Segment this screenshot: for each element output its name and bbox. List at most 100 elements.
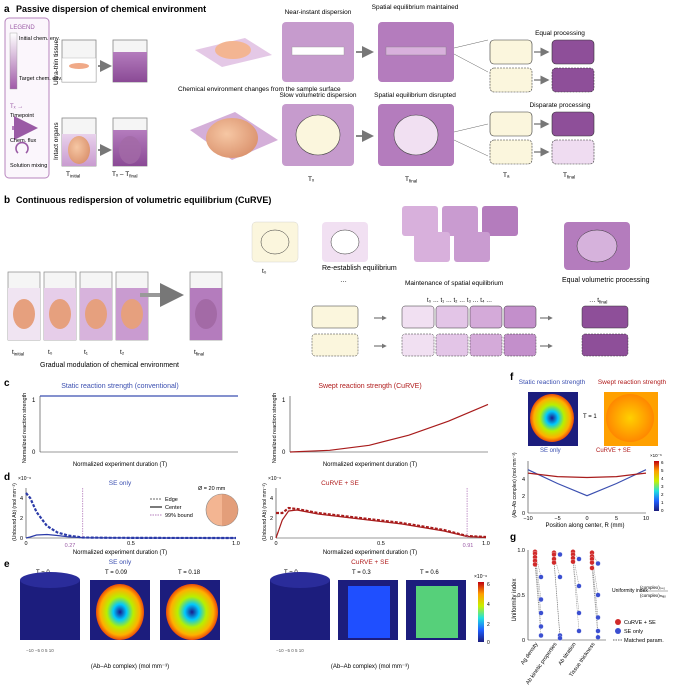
point-se-only (538, 610, 544, 616)
zoom-line (453, 53, 489, 73)
label-near-instant: Near-instant dispersion (285, 9, 352, 16)
point-se-only (557, 635, 563, 641)
e-cb-exp: ×10⁻⁶ (474, 574, 487, 580)
e-left-cb-label: (Ab–Ab complex) (mol mm⁻³) (91, 664, 169, 670)
point-se-only (595, 592, 601, 598)
label-t-range: Tₓ – Tfinal (112, 171, 137, 179)
f-cb-tick: 6 (661, 460, 664, 465)
cell-box (469, 305, 503, 329)
point-se-only (576, 556, 582, 562)
x-tick-label: −10 (523, 516, 532, 522)
e-cylinder (338, 580, 398, 640)
series-line (527, 472, 647, 479)
cell-box (401, 305, 435, 329)
f-curve-se: CuRVE + SE (596, 448, 631, 454)
point-se-only (576, 583, 582, 589)
f-cb-tick: 3 (661, 484, 664, 489)
panel-b-letter: b (4, 195, 10, 206)
x-tick-label: 0 (274, 541, 277, 547)
cell-box (489, 139, 533, 165)
legend-timepoint: Timepoint (10, 113, 34, 119)
panel-a-legend: LEGEND Initial chem. env. Target chem. e… (4, 17, 63, 179)
panel-d-letter: d (4, 472, 10, 483)
y-tick-label: 4 (270, 496, 273, 502)
e-cb-tick: 0 (487, 640, 490, 646)
cell-box (489, 67, 533, 93)
label-t-initial: Tinitial (66, 171, 80, 179)
cell-box (503, 305, 537, 329)
label-equal-processing: Equal processing (535, 30, 585, 37)
cell-box (503, 333, 537, 357)
panel-b-title: Continuous redispersion of volumetric eq… (16, 195, 271, 205)
e-right-cb-label: (Ab–Ab complex) (mol mm⁻³) (331, 664, 409, 670)
g-legend-se: SE only (624, 629, 643, 635)
series-line (276, 506, 487, 539)
f-colorbar (654, 461, 659, 511)
center-caption: Chemical environment changes from the sa… (178, 86, 341, 93)
panel-g-letter: g (510, 532, 516, 543)
point-se-only (538, 596, 544, 603)
label-ellipsis: … (340, 277, 347, 284)
point-se-only (595, 560, 601, 567)
beaker-bottom-target (112, 117, 148, 167)
panel-f-letter: f (510, 372, 514, 383)
d-right-marker-label: 0.91 (463, 543, 474, 549)
beaker-bottom-initial (61, 117, 97, 167)
cell-box (551, 67, 595, 93)
point-se-only (576, 628, 582, 634)
matched-line (534, 560, 542, 627)
d-legend: Edge Center 99% bound Ø = 20 mm (150, 486, 239, 527)
beaker-label: tfinal (194, 349, 204, 357)
category-label: Ab titration (558, 642, 578, 667)
c-right-title: Swept reaction strength (CuRVE) (318, 383, 421, 390)
e-cylinder (406, 580, 466, 640)
panel-a-letter: a (4, 4, 10, 15)
matched-line (591, 556, 599, 596)
f-tlabel: T = 1 (583, 414, 597, 420)
point-se-only (595, 614, 601, 621)
label-t-final: Tfinal (405, 176, 417, 184)
x-tick-label: −5 (554, 516, 560, 522)
y-tick-label: 0 (522, 511, 525, 517)
row-label-ultrathin: Ultra-thin tissue (53, 39, 60, 85)
point-se-only (538, 623, 544, 630)
beaker-label-sub: initial (14, 352, 24, 357)
label-slow: Slow volumetric dispersion (280, 92, 357, 99)
label-eq-maintained: Spatial equilibrium maintained (372, 4, 459, 11)
d-legend-center: Center (165, 505, 182, 511)
matched-line (534, 564, 542, 636)
g-formula: Uniformity index (complex)ᵣ₌₀ (complex)ₘ… (612, 585, 668, 598)
f-swept: Swept reaction strength (598, 379, 667, 386)
g-ylabel: Uniformity index (512, 578, 518, 621)
beaker-label: t₂ (120, 349, 125, 356)
f-cb-tick: 1 (661, 500, 664, 505)
intact-brain-graphic (190, 112, 278, 160)
point-curve-se (589, 560, 595, 566)
x-tick-label: 1.0 (482, 541, 490, 547)
d-left-ylabel: (Unbound Ab) (mol mm⁻³) (12, 483, 18, 541)
label-reestablish: Re-establish equilibrium (322, 265, 397, 272)
e-cylinder (160, 580, 220, 640)
e-colorbar (478, 582, 484, 642)
x-tick-label: 0.5 (377, 541, 385, 547)
point-curve-se (551, 560, 557, 566)
d-legend-bound: 99% bound (165, 513, 193, 519)
legend-mixing-icon (15, 141, 29, 154)
e-axis-ticks: −10 −5 0 5 10 (26, 648, 54, 653)
point-se-only (576, 610, 582, 616)
legend-initial: Initial chem. env. (19, 36, 60, 42)
g-legend-curve: CuRVE + SE (624, 620, 656, 626)
label-eq-disrupted: Spatial equilibrium disrupted (374, 92, 456, 99)
cell-sequence (401, 305, 537, 357)
f-static: Static reaction strength (519, 379, 586, 386)
x-tick-label: 1.0 (232, 541, 240, 547)
point-se-only (595, 628, 601, 634)
g-legend: CuRVE + SE SE only Matched param. (613, 619, 664, 644)
c-right-xlabel: Normalized experiment duration (T) (323, 462, 417, 468)
cell-box (435, 305, 469, 329)
d-right-ylabel: (Unbound Ab) (mol mm⁻³) (262, 483, 268, 541)
cell-box (311, 305, 359, 329)
